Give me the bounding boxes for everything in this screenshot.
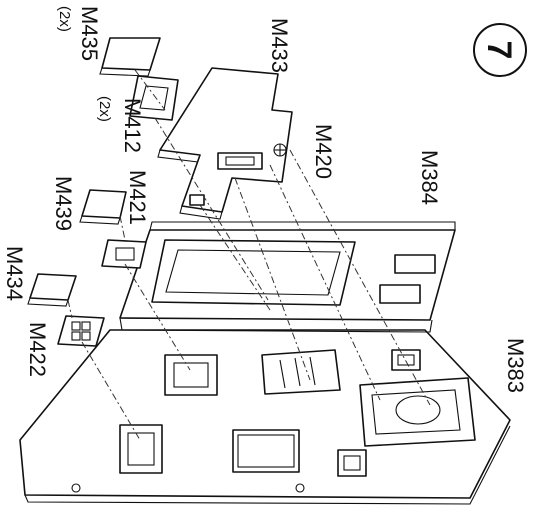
label-m435: M435 <box>77 6 102 61</box>
label-m433: M433 <box>267 18 292 73</box>
label-m420: M420 <box>311 124 336 179</box>
pad-m439 <box>79 189 127 225</box>
label-m439: M439 <box>51 176 76 231</box>
label-m435-qty: (2x) <box>56 6 73 32</box>
label-m422: M422 <box>25 322 50 377</box>
base-plate-m383 <box>19 329 511 505</box>
plate-m422 <box>57 315 105 347</box>
block-m421 <box>101 239 147 269</box>
label-m434: M434 <box>2 246 27 301</box>
leader-lines <box>67 69 431 441</box>
bracket-m412 <box>129 75 179 121</box>
step-number: 7 <box>480 41 518 60</box>
label-m421: M421 <box>125 170 150 225</box>
label-m384: M384 <box>417 150 442 205</box>
pad-m434 <box>27 273 77 307</box>
step-badge: 7 <box>473 23 527 77</box>
label-m412: M412 <box>120 98 145 153</box>
pad-m435 <box>99 37 161 77</box>
label-m383: M383 <box>503 338 528 393</box>
frame-m384 <box>119 221 456 333</box>
label-m412-qty: (2x) <box>96 96 113 122</box>
plate-m433 <box>157 67 293 220</box>
